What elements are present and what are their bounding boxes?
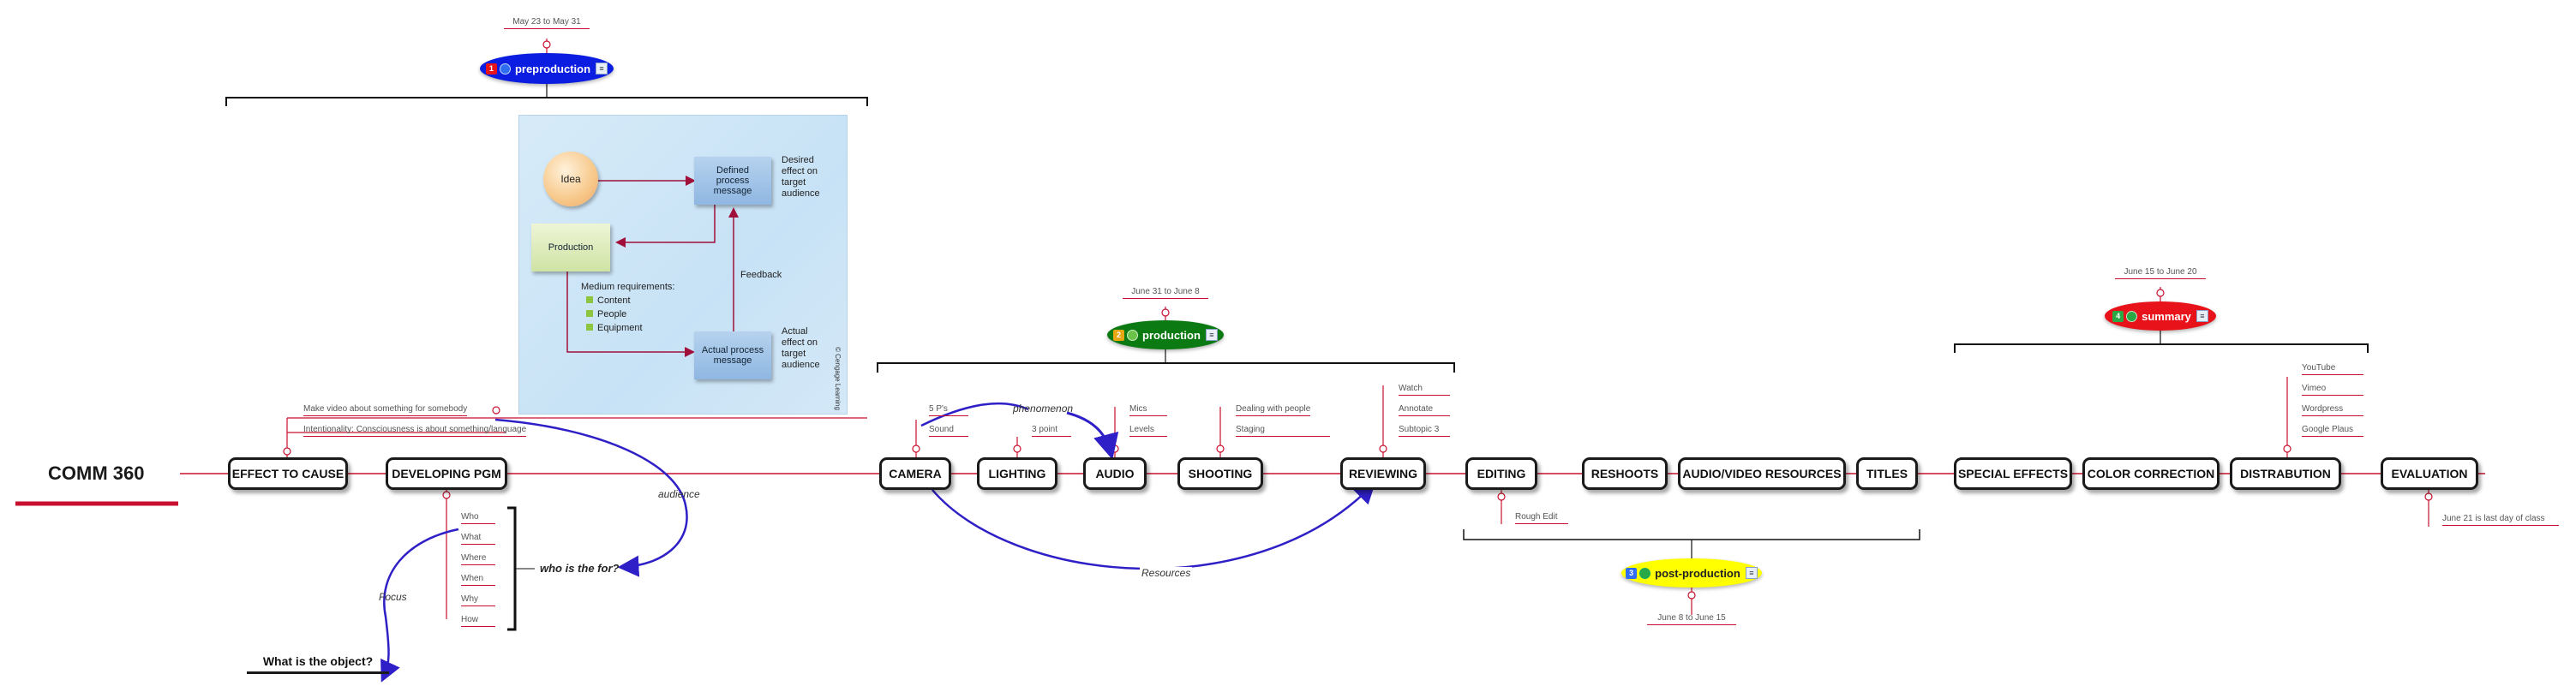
subtopic-staging[interactable]: Staging: [1236, 425, 1330, 437]
production-dates[interactable]: June 31 to June 8: [1123, 287, 1208, 299]
subtopic-youtube[interactable]: YouTube: [2302, 363, 2363, 375]
subtopic-sound[interactable]: Sound: [929, 425, 968, 437]
node-camera[interactable]: CAMERA: [879, 457, 951, 490]
note-icon: ≡: [2196, 310, 2208, 322]
preproduction-dates[interactable]: May 23 to May 31: [504, 17, 590, 29]
node-reviewing[interactable]: REVIEWING: [1340, 457, 1426, 490]
phase-number-badge: 2: [1113, 329, 1125, 341]
subtopic-how[interactable]: How: [461, 615, 495, 627]
subtopic-effect-2[interactable]: Intentionality: Consciousness is about s…: [303, 425, 527, 437]
label-phenomenon[interactable]: phenomenon: [1013, 403, 1074, 415]
label-who-is-the-for[interactable]: who is the for?: [540, 562, 620, 575]
subtopic-why[interactable]: Why: [461, 594, 495, 606]
node-special-effects[interactable]: SPECIAL EFFECTS: [1954, 457, 2072, 490]
phase-number-badge: 1: [485, 63, 497, 75]
node-audio-video-resources[interactable]: AUDIO/VIDEO RESOURCES: [1678, 457, 1846, 490]
copyright-text: © Cengage Learning: [834, 347, 842, 410]
medium-item-people: People: [586, 309, 626, 320]
subtopic-when[interactable]: When: [461, 574, 495, 586]
defined-process-box: Defined process message: [694, 157, 771, 205]
post-production-dates[interactable]: June 8 to June 15: [1647, 613, 1736, 625]
subtopic-3point[interactable]: 3 point: [1032, 425, 1071, 437]
resources-relationship: [932, 481, 1376, 570]
subtopic-watch[interactable]: Watch: [1399, 384, 1450, 396]
phase-label: preproduction: [514, 62, 591, 75]
subtopic-where[interactable]: Where: [461, 553, 495, 565]
subtopic-last-day[interactable]: June 21 is last day of class: [2442, 514, 2559, 526]
phase-label: production: [1142, 328, 1201, 342]
map-title[interactable]: COMM 360: [48, 462, 145, 484]
subtopic-levels[interactable]: Levels: [1129, 425, 1167, 437]
phase-number-badge: 4: [2112, 310, 2124, 322]
actual-effect-text: Actual effect on target audience: [782, 326, 820, 370]
phase-production[interactable]: 2 production ≡: [1107, 320, 1224, 349]
phase-post-production[interactable]: 3 post-production ≡: [1621, 558, 1762, 588]
node-editing[interactable]: EDITING: [1465, 457, 1537, 490]
subtopic-what[interactable]: What: [461, 533, 495, 545]
medium-item-equipment: Equipment: [586, 323, 643, 334]
process-diagram-image[interactable]: Idea Defined process message Desired eff…: [518, 115, 848, 415]
phenomenon-relationship-a: [920, 402, 1029, 427]
progress-icon: [499, 63, 511, 75]
progress-icon: [2126, 310, 2138, 322]
node-reshoots[interactable]: RESHOOTS: [1582, 457, 1668, 490]
label-what-is-the-object[interactable]: What is the object?: [247, 654, 389, 674]
actual-process-box: Actual process message: [694, 331, 771, 379]
progress-icon: [1639, 567, 1651, 579]
subtopic-dealing-with-people[interactable]: Dealing with people: [1236, 404, 1311, 416]
label-focus[interactable]: Focus: [379, 591, 407, 603]
subtopic-annotate[interactable]: Annotate: [1399, 404, 1450, 416]
note-icon: ≡: [1205, 329, 1218, 341]
label-resources[interactable]: Resources: [1140, 567, 1193, 579]
audience-relationship: [494, 418, 688, 577]
label-audience[interactable]: audience: [658, 488, 700, 500]
subtopic-google-plaus[interactable]: Google Plaus: [2302, 425, 2363, 437]
focus-relationship: [380, 528, 459, 683]
node-developing-pgm[interactable]: DEVELOPING PGM: [386, 457, 507, 490]
phase-label: post-production: [1655, 566, 1740, 580]
desired-effect-text: Desired effect on target audience: [782, 155, 820, 199]
feedback-text: Feedback: [740, 270, 782, 280]
phase-summary[interactable]: 4 summary ≡: [2105, 301, 2216, 331]
subtopic-wordpress[interactable]: Wordpress: [2302, 404, 2363, 416]
node-color-correction[interactable]: COLOR CORRECTION: [2082, 457, 2220, 490]
subtopic-who[interactable]: Who: [461, 512, 495, 524]
subtopic-mics[interactable]: Mics: [1129, 404, 1167, 416]
progress-icon: [1127, 329, 1139, 341]
phase-preproduction[interactable]: 1 preproduction ≡: [480, 53, 614, 84]
node-titles[interactable]: TITLES: [1856, 457, 1918, 490]
node-lighting[interactable]: LIGHTING: [977, 457, 1057, 490]
node-audio[interactable]: AUDIO: [1083, 457, 1147, 490]
node-shooting[interactable]: SHOOTING: [1177, 457, 1263, 490]
phase-number-badge: 3: [1626, 567, 1638, 579]
production-box: Production: [531, 224, 610, 271]
note-icon: ≡: [596, 63, 608, 75]
subtopic-effect-1[interactable]: Make video about something for somebody: [303, 404, 468, 416]
phenomenon-relationship-b: [1066, 411, 1119, 460]
node-evaluation[interactable]: EVALUATION: [2381, 457, 2478, 490]
note-icon: ≡: [1745, 567, 1758, 579]
subtopic-rough-edit[interactable]: Rough Edit: [1515, 512, 1568, 524]
idea-label: Idea: [560, 173, 581, 185]
node-effect-to-cause[interactable]: EFFECT TO CAUSE: [228, 457, 348, 490]
node-distrabution[interactable]: DISTRABUTION: [2230, 457, 2341, 490]
medium-item-content: Content: [586, 295, 631, 307]
subtopic-3[interactable]: Subtopic 3: [1399, 425, 1450, 437]
summary-dates[interactable]: June 15 to June 20: [2115, 267, 2206, 279]
idea-circle: Idea: [543, 152, 598, 206]
subtopic-vimeo[interactable]: Vimeo: [2302, 384, 2363, 396]
phase-label: summary: [2142, 309, 2191, 323]
medium-requirements-text: Medium requirements:: [581, 282, 675, 292]
subtopic-5ps[interactable]: 5 P's: [929, 404, 968, 416]
